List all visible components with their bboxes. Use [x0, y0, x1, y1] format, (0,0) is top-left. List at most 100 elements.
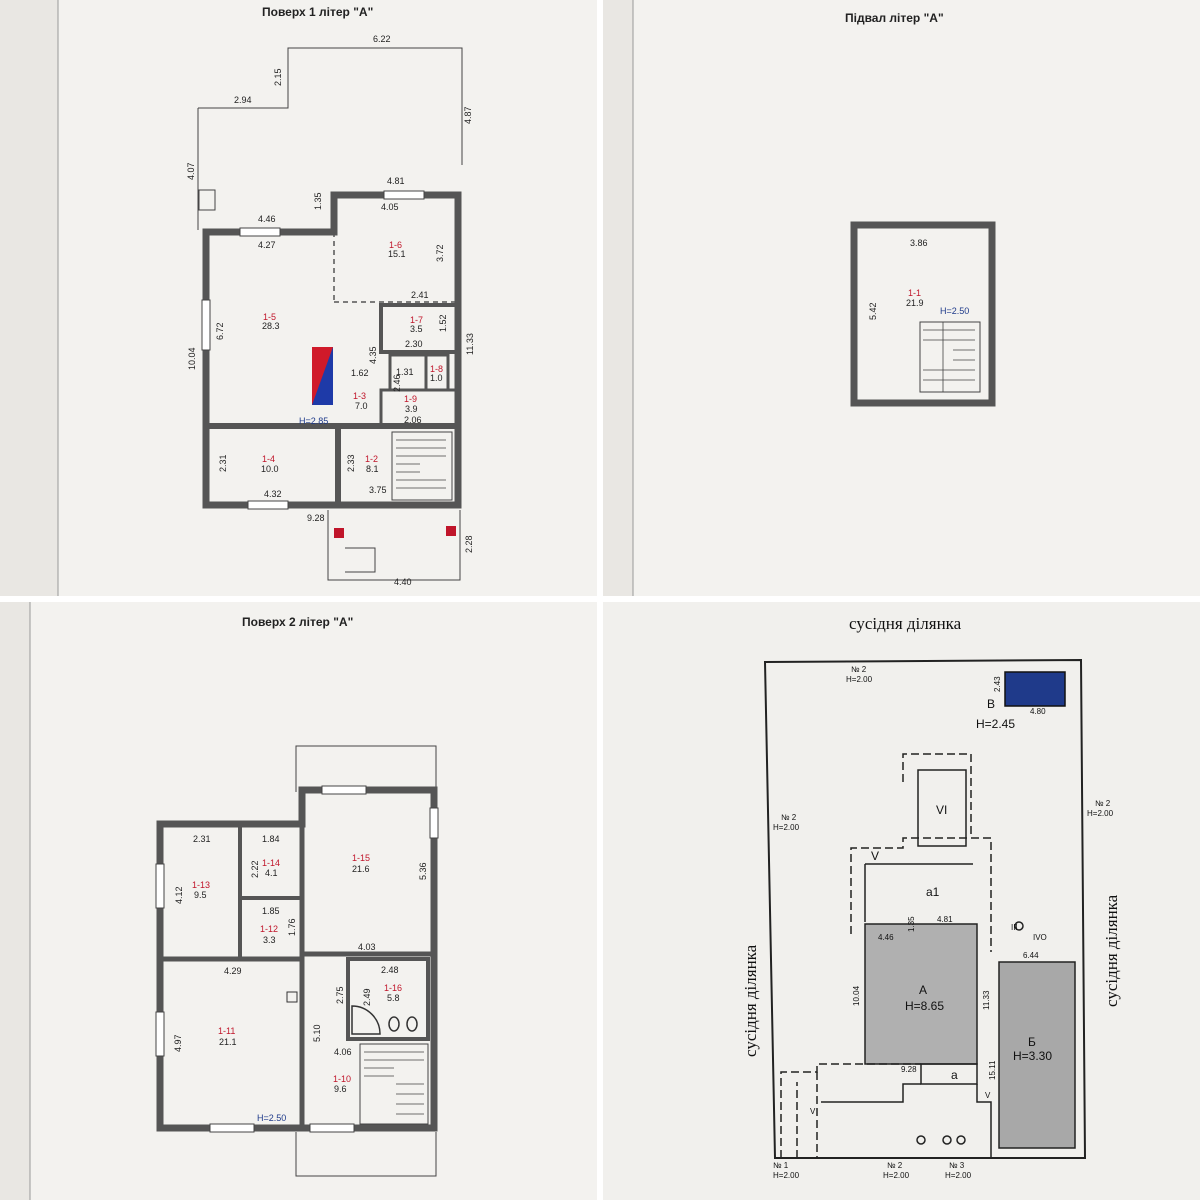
room-id: 1-6 [389, 240, 402, 250]
dim-label: 4.29 [224, 966, 242, 976]
room-id: 1-14 [262, 858, 280, 868]
floor2-title: Поверх 2 літер "А" [242, 615, 353, 629]
dim-label: 4.81 [387, 176, 405, 186]
dim-label: 2.94 [234, 95, 252, 105]
dim-label: 4.46 [878, 933, 894, 942]
zone-label: IVO [1033, 933, 1047, 942]
dim-label: 5.10 [312, 1024, 322, 1042]
dim-label: 2.28 [464, 535, 474, 553]
fence-number: № 2 [1095, 799, 1111, 808]
dim-label: 11.33 [982, 990, 991, 1010]
building-v [1004, 671, 1066, 707]
dim-label: 15.11 [988, 1060, 997, 1080]
zone-label: V [810, 1107, 816, 1116]
building-label: А [919, 983, 927, 997]
zone-label: V [871, 849, 879, 863]
dim-label: 2.43 [993, 676, 1002, 692]
fence-height: H=2.00 [1087, 809, 1114, 818]
ceiling-height: H=2.85 [299, 416, 328, 426]
room-area: 9.6 [334, 1084, 347, 1094]
room-id: 1-12 [260, 924, 278, 934]
room-area: 7.0 [355, 401, 368, 411]
zone-label: V [985, 1091, 991, 1100]
neighbor-label-right: сусідня ділянка [1102, 894, 1121, 1007]
dim-label: 4.06 [334, 1047, 352, 1057]
dim-label: 2.49 [362, 988, 372, 1006]
dim-label: 1.35 [313, 192, 323, 210]
dim-label: 6.22 [373, 34, 391, 44]
room-area: 15.1 [388, 249, 406, 259]
neighbor-label-left: сусідня ділянка [741, 944, 760, 1057]
site-plan-panel: сусідня ділянка сусідня ділянка сусідня … [603, 602, 1200, 1200]
room-id: 1-9 [404, 394, 417, 404]
dim-label: 2.41 [411, 290, 429, 300]
floor1-title: Поверх 1 літер "А" [262, 5, 373, 19]
fence-height: H=2.00 [773, 823, 800, 832]
room-id: 1-11 [218, 1026, 235, 1036]
building-b [998, 961, 1076, 1149]
fence-height: H=2.00 [945, 1171, 972, 1180]
room-area: 28.3 [262, 321, 280, 331]
floor1-plan-panel: Поверх 1 літер "А" [0, 0, 597, 596]
dim-label: 1.85 [262, 906, 280, 916]
building-height: H=2.45 [976, 717, 1015, 731]
fence-number: № 1 [773, 1161, 789, 1170]
fence-number: № 2 [887, 1161, 903, 1170]
room-area: 5.8 [387, 993, 400, 1003]
ceiling-height: H=2.50 [940, 306, 969, 316]
room-area: 21.1 [219, 1037, 237, 1047]
dim-label: 2.31 [218, 454, 228, 472]
dim-label: 4.12 [174, 886, 184, 904]
dim-label: 5.42 [868, 302, 878, 320]
floor2-plan: Поверх 2 літер "А" [29, 602, 597, 1200]
dim-label: 2.33 [346, 454, 356, 472]
building-label: Б [1028, 1035, 1036, 1049]
site-plan: сусідня ділянка сусідня ділянка сусідня … [603, 602, 1200, 1200]
building-label: В [987, 697, 995, 711]
dim-label: 2.30 [405, 339, 423, 349]
zone-label: а1 [926, 885, 940, 899]
dim-label: 4.81 [937, 915, 953, 924]
dim-label: 6.44 [1023, 951, 1039, 960]
basement-title: Підвал літер "А" [845, 11, 944, 25]
dim-label: 4.46 [258, 214, 276, 224]
room-id: 1-13 [192, 880, 210, 890]
neighbor-label-top: сусідня ділянка [849, 614, 962, 633]
fence-height: H=2.00 [883, 1171, 910, 1180]
fence-height: H=2.00 [773, 1171, 800, 1180]
dim-label: 4.35 [368, 346, 378, 364]
dim-label: 2.75 [335, 986, 345, 1004]
room-id: 1-2 [365, 454, 378, 464]
room-area: 1.0 [430, 373, 443, 383]
building-a [864, 923, 978, 1065]
zone-label: III [1011, 923, 1018, 932]
dim-label: 1.62 [351, 368, 369, 378]
dim-label: 2.15 [273, 68, 283, 86]
dim-label: 10.04 [187, 347, 197, 370]
dim-label: 9.28 [307, 513, 325, 523]
room-area: 8.1 [366, 464, 379, 474]
dim-label: 2.22 [250, 860, 260, 878]
dim-label: 4.03 [358, 942, 376, 952]
dim-label: 2.31 [193, 834, 211, 844]
room-id: 1-16 [384, 983, 402, 993]
building-height: H=3.30 [1013, 1049, 1052, 1063]
dim-label: 4.97 [173, 1034, 183, 1052]
room-area: 3.5 [410, 324, 423, 334]
fence-height: H=2.00 [846, 675, 873, 684]
floor2-plan-panel: Поверх 2 літер "А" [0, 602, 597, 1200]
floor1-plan: Поверх 1 літер "А" [57, 0, 597, 596]
zone-label: а [951, 1068, 958, 1082]
basement-plan: Підвал літер "А" 3.86 5.42 1-1 21.9 H=2.… [632, 0, 1200, 596]
room-area: 10.0 [261, 464, 279, 474]
room-area: 3.3 [263, 935, 276, 945]
room-id: 1-3 [353, 391, 366, 401]
room-id: 1-1 [908, 288, 921, 298]
fence-number: № 3 [949, 1161, 965, 1170]
room-id: 1-10 [333, 1074, 351, 1084]
fence-number: № 2 [851, 665, 867, 674]
dim-label: 2.06 [404, 415, 422, 425]
dim-label: 4.80 [1030, 707, 1046, 716]
room-area: 3.9 [405, 404, 418, 414]
